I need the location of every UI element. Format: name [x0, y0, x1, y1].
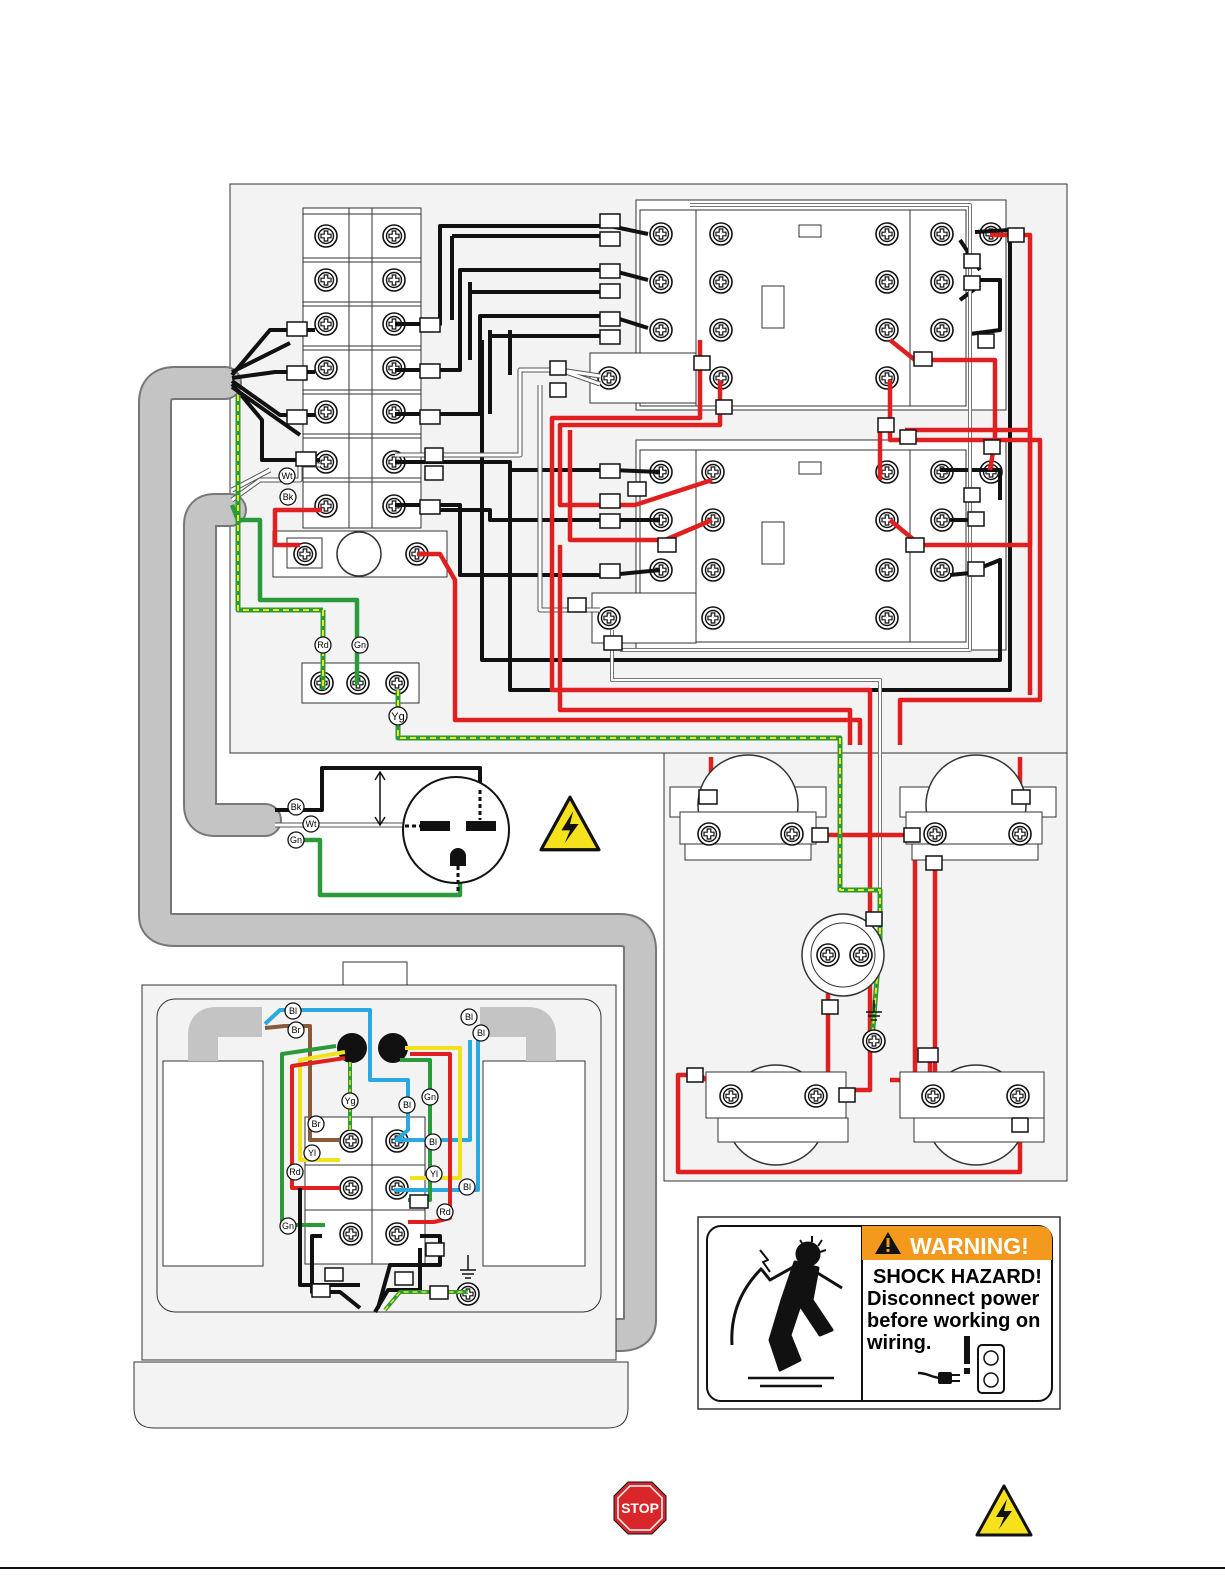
motor-blue-tag-3: Bl [473, 1025, 489, 1041]
electrical-hazard-icon [541, 797, 599, 850]
stop-sign-icon: STOP [614, 1482, 666, 1534]
warning-title: WARNING! [910, 1233, 1029, 1259]
motor-yellow-tag-1: Yl [304, 1145, 320, 1161]
motor-green-tag-2: Gn [280, 1218, 296, 1234]
svg-text:Rd: Rd [289, 1167, 301, 1177]
svg-text:Bl: Bl [403, 1100, 411, 1110]
lightning-bolt-triangle-icon [977, 1486, 1031, 1535]
svg-text:Gn: Gn [354, 640, 366, 650]
warning-line-2: Disconnect power [867, 1288, 1039, 1310]
ground-yg-tag: Yg [389, 707, 407, 725]
svg-text:Bk: Bk [291, 802, 302, 812]
svg-text:Bl: Bl [463, 1182, 471, 1192]
exclamation-mark [964, 1336, 970, 1364]
motor-red-tag-1: Rd [287, 1164, 303, 1180]
svg-text:Rd: Rd [317, 640, 329, 650]
warning-line-1: SHOCK HAZARD! [873, 1266, 1042, 1288]
warning-line-3: before working on [867, 1310, 1040, 1332]
svg-text:Yg: Yg [344, 1096, 355, 1106]
motor-blue-tag-4: Bl [399, 1097, 415, 1113]
motor-junction-box [134, 962, 628, 1428]
svg-text:Wt: Wt [282, 471, 293, 481]
svg-text:Br: Br [292, 1025, 301, 1035]
ground-red-tag: Rd [315, 637, 331, 653]
svg-text:Gn: Gn [424, 1092, 436, 1102]
main-black-tag: Bk [280, 489, 296, 505]
motor-yellow-tag-2: Yl [426, 1166, 442, 1182]
main-white-tag: Wt [279, 468, 295, 484]
ground-green-tag: Gn [352, 637, 368, 653]
svg-text:Gn: Gn [290, 835, 302, 845]
svg-text:Yg: Yg [391, 711, 404, 723]
svg-text:Bl: Bl [465, 1012, 473, 1022]
motor-blue-tag-1: Bl [285, 1003, 301, 1019]
motor-yg-tag: Yg [342, 1093, 358, 1109]
motor-blue-tag-2: Bl [461, 1009, 477, 1025]
svg-text:Rd: Rd [439, 1207, 451, 1217]
warning-label: WARNING! SHOCK HAZARD! Disconnect power … [698, 1217, 1060, 1409]
svg-text:Bk: Bk [283, 492, 294, 502]
warning-line-4: wiring. [866, 1332, 931, 1354]
svg-text:Wt: Wt [306, 819, 317, 829]
outlet-icon [978, 1345, 1004, 1393]
ground-bar [302, 663, 419, 703]
motor-brown-tag-2: Br [308, 1116, 324, 1132]
svg-text:Yl: Yl [430, 1169, 438, 1179]
svg-text:STOP: STOP [621, 1500, 659, 1516]
svg-text:Gn: Gn [282, 1221, 294, 1231]
svg-text:Bl: Bl [429, 1137, 437, 1147]
upper-contactor [590, 200, 1006, 410]
motor-blue-tag-5: Bl [425, 1134, 441, 1150]
plug-face [375, 772, 509, 892]
svg-text:Yl: Yl [308, 1148, 316, 1158]
plug-black-tag: Bk [288, 799, 304, 815]
svg-text:Bl: Bl [289, 1006, 297, 1016]
motor-red-tag-2: Rd [437, 1204, 453, 1220]
plug-green-tag: Gn [288, 832, 304, 848]
svg-text:Bl: Bl [477, 1028, 485, 1038]
motor-green-tag-1: Gn [422, 1089, 438, 1105]
motor-blue-tag-6: Bl [459, 1179, 475, 1195]
motor-brown-tag-1: Br [288, 1022, 304, 1038]
plug-white-tag: Wt [303, 816, 319, 832]
svg-text:Br: Br [312, 1119, 321, 1129]
